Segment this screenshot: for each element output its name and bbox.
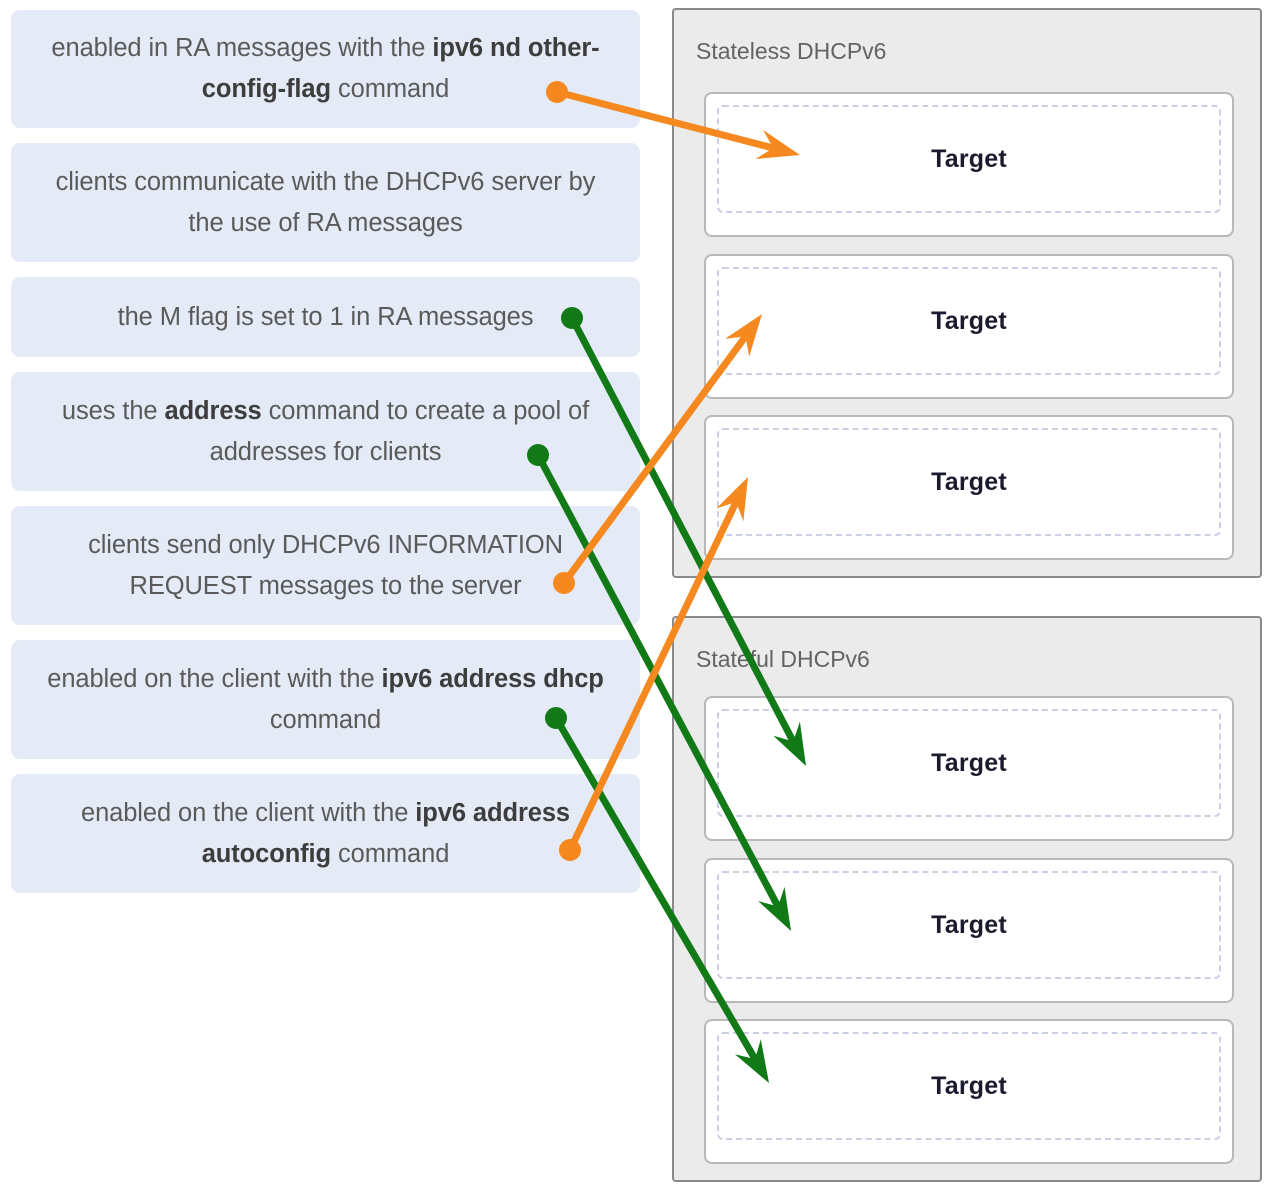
panel-title: Stateless DHCPv6 (696, 38, 887, 64)
source-card[interactable]: clients communicate with the DHCPv6 serv… (11, 143, 640, 262)
target-dashed-area: Target (717, 267, 1221, 375)
source-card-text: clients send only DHCPv6 INFORMATION REQ… (88, 530, 563, 600)
target-dashed-area: Target (717, 709, 1221, 817)
source-card-text: enabled on the client with the ipv6 addr… (47, 664, 604, 734)
target-drop-zone[interactable]: Target (704, 1019, 1234, 1164)
target-label: Target (931, 306, 1007, 335)
source-card[interactable]: enabled on the client with the ipv6 addr… (11, 640, 640, 759)
target-drop-zone[interactable]: Target (704, 696, 1234, 841)
source-card[interactable]: enabled in RA messages with the ipv6 nd … (11, 10, 640, 128)
target-label: Target (931, 1071, 1007, 1100)
panel-title: Stateful DHCPv6 (696, 646, 870, 672)
source-card[interactable]: uses the address command to create a poo… (11, 372, 640, 491)
source-card-text: enabled in RA messages with the ipv6 nd … (51, 34, 600, 103)
target-drop-zone[interactable]: Target (704, 415, 1234, 560)
source-card-text: clients communicate with the DHCPv6 serv… (55, 167, 596, 237)
target-dashed-area: Target (717, 105, 1221, 213)
target-label: Target (931, 748, 1007, 777)
source-card[interactable]: clients send only DHCPv6 INFORMATION REQ… (11, 506, 640, 625)
source-card-text: the M flag is set to 1 in RA messages (117, 302, 534, 331)
source-card[interactable]: enabled on the client with the ipv6 addr… (11, 774, 640, 893)
target-label: Target (931, 144, 1007, 173)
target-drop-zone[interactable]: Target (704, 254, 1234, 399)
target-dashed-area: Target (717, 871, 1221, 979)
source-card[interactable]: the M flag is set to 1 in RA messages (11, 277, 640, 357)
target-drop-zone[interactable]: Target (704, 92, 1234, 237)
target-label: Target (931, 467, 1007, 496)
target-dashed-area: Target (717, 428, 1221, 536)
target-dashed-area: Target (717, 1032, 1221, 1140)
source-card-text: enabled on the client with the ipv6 addr… (80, 798, 571, 868)
target-drop-zone[interactable]: Target (704, 858, 1234, 1003)
target-label: Target (931, 910, 1007, 939)
source-card-text: uses the address command to create a poo… (61, 396, 590, 466)
